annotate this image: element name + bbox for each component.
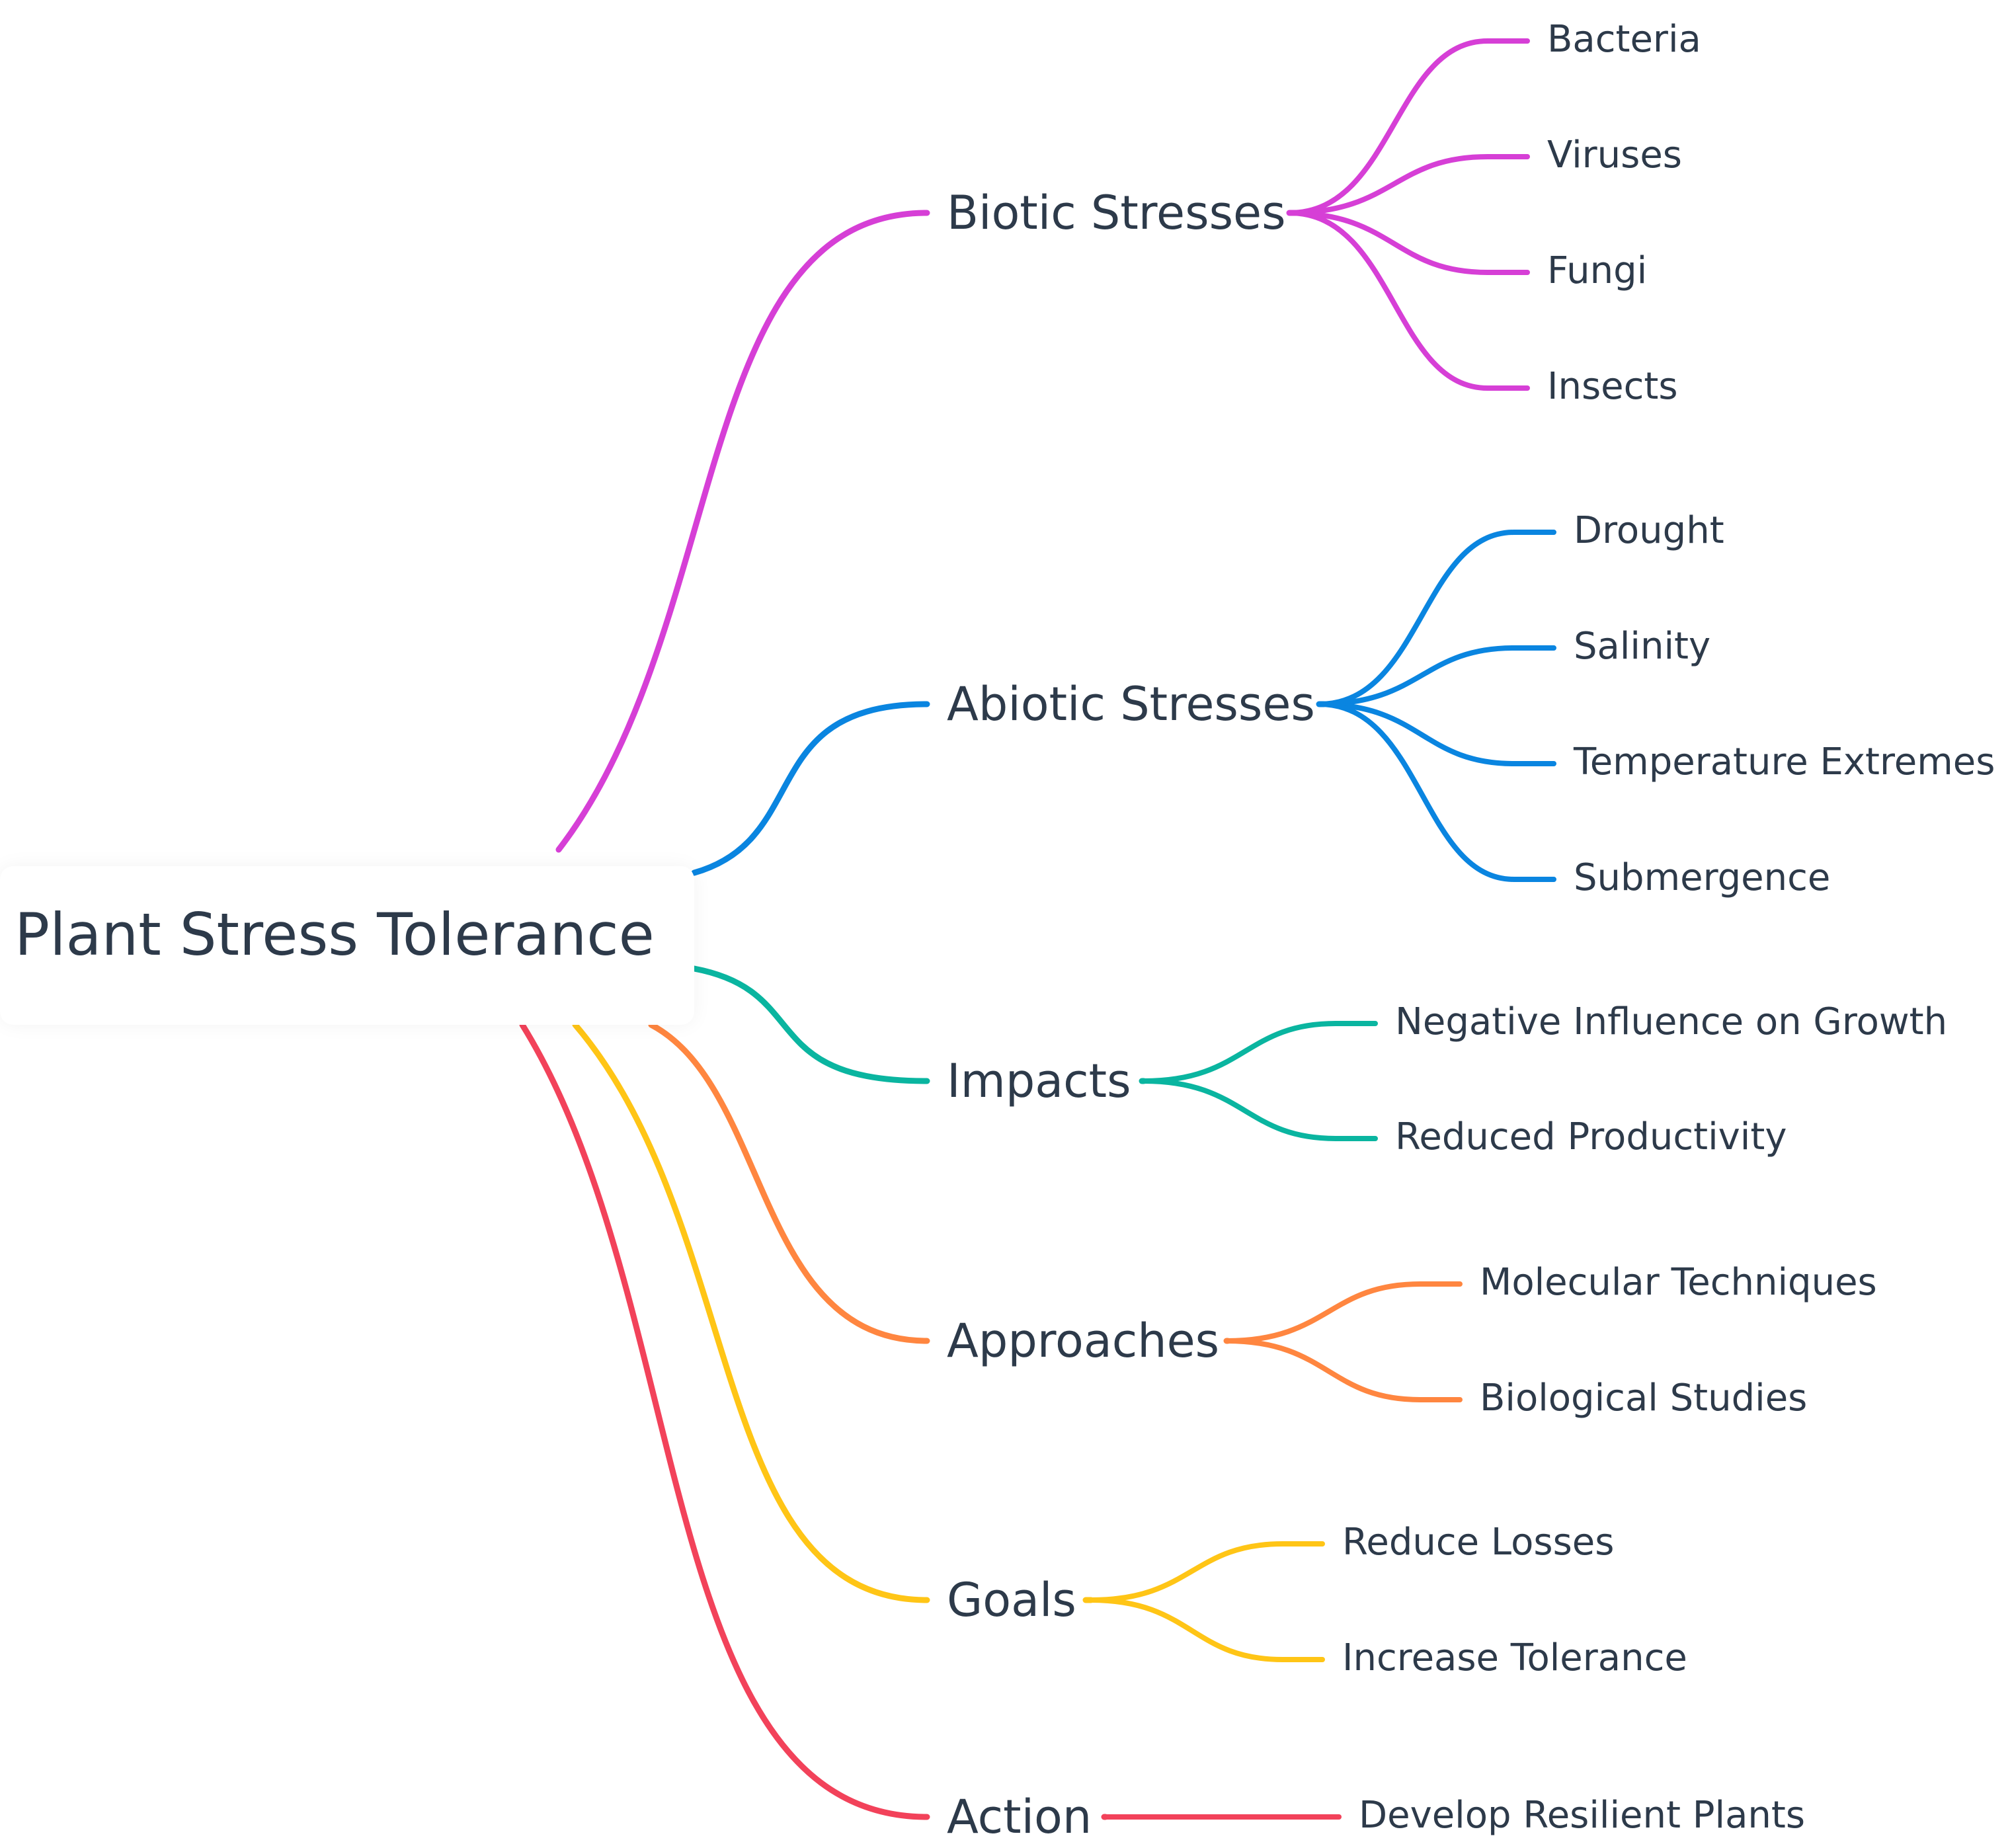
leaf-connector-0-1	[1287, 154, 1530, 216]
leaf-salinity[interactable]: Salinity	[1574, 625, 1711, 668]
leaf-drought[interactable]: Drought	[1574, 509, 1724, 552]
leaf-develop-resilient-plants[interactable]: Develop Resilient Plants	[1359, 1794, 1806, 1837]
root-connector-5	[519, 1022, 930, 1820]
leaf-increase-tolerance[interactable]: Increase Tolerance	[1342, 1636, 1687, 1679]
leaf-connector-3-0	[1224, 1281, 1463, 1344]
leaf-connector-2-1	[1141, 1078, 1378, 1141]
leaf-connector-1-2	[1316, 702, 1556, 766]
leaf-reduce-losses[interactable]: Reduce Losses	[1342, 1521, 1615, 1564]
leaf-negative-influence-on-growth[interactable]: Negative Influence on Growth	[1395, 1000, 1948, 1043]
leaf-connector-0-3	[1287, 210, 1530, 391]
leaf-connector-1-1	[1316, 645, 1556, 707]
root-connector-0	[555, 210, 930, 853]
branch-biotic-stresses[interactable]: Biotic Stresses	[947, 186, 1286, 240]
leaf-reduced-productivity[interactable]: Reduced Productivity	[1395, 1115, 1787, 1158]
leaf-bacteria[interactable]: Bacteria	[1547, 18, 1701, 61]
branch-approaches[interactable]: Approaches	[947, 1314, 1220, 1368]
branch-impacts[interactable]: Impacts	[947, 1054, 1131, 1108]
root-connector-1	[691, 701, 930, 876]
leaf-connector-1-3	[1316, 702, 1556, 882]
root-connector-2	[691, 965, 930, 1084]
leaf-viruses[interactable]: Viruses	[1547, 134, 1682, 177]
leaf-connector-1-0	[1316, 530, 1556, 707]
leaf-connector-0-2	[1287, 210, 1530, 275]
root-connector-4	[572, 1022, 930, 1603]
root-node[interactable]	[0, 866, 694, 1025]
leaf-biological-studies[interactable]: Biological Studies	[1480, 1377, 1808, 1420]
branch-action[interactable]: Action	[947, 1790, 1092, 1844]
leaf-connector-3-1	[1224, 1338, 1463, 1402]
branch-goals[interactable]: Goals	[947, 1573, 1076, 1627]
root-connector-3	[648, 1022, 930, 1344]
leaf-submergence[interactable]: Submergence	[1574, 856, 1831, 899]
leaf-molecular-techniques[interactable]: Molecular Techniques	[1480, 1261, 1877, 1304]
leaf-connector-4-0	[1088, 1541, 1325, 1603]
root-label: Plant Stress Tolerance	[15, 901, 655, 969]
leaf-connector-0-0	[1287, 38, 1530, 216]
leaf-fungi[interactable]: Fungi	[1547, 249, 1648, 292]
leaf-connector-4-1	[1088, 1597, 1325, 1662]
branch-abiotic-stresses[interactable]: Abiotic Stresses	[947, 677, 1315, 731]
leaf-connector-2-0	[1141, 1021, 1378, 1084]
leaf-temperature-extremes[interactable]: Temperature Extremes	[1574, 741, 1995, 783]
leaf-insects[interactable]: Insects	[1547, 365, 1678, 408]
